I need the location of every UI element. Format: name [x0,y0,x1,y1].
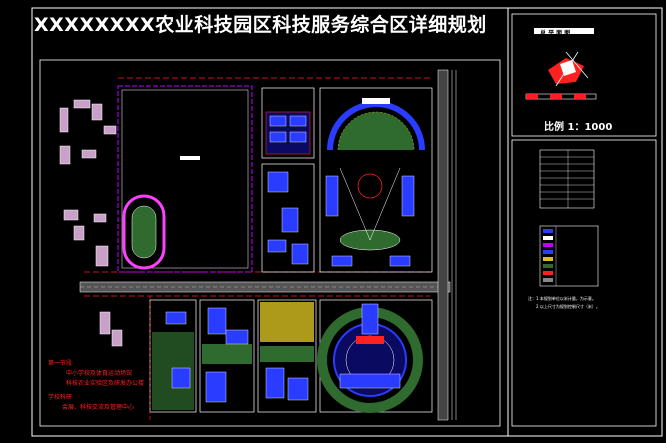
stats-table [539,149,595,209]
note-5: 会展、科技交流及管理中心 [62,404,135,411]
big-reserve-zone [117,85,253,273]
block-b [261,163,315,273]
block-e [257,299,317,413]
plan-border [39,59,501,427]
legend-box [511,139,657,427]
zone-label-bar [180,156,200,160]
circular-plaza [317,299,433,413]
note-2: 中小学校及体育运动场馆 [66,370,133,377]
block-d [199,299,255,413]
block-a [261,87,315,159]
key-map-title-bar [534,28,594,34]
legend-table [539,225,599,287]
outer-frame [31,7,663,437]
note-1: 第一节段 [48,360,73,367]
key-map-graphic [525,51,597,100]
remark-2: 2 以上尺寸为规划控制尺寸（米）。 [536,304,600,309]
central-campus [319,87,433,273]
remark-1: 注：1 本规划单位以米计量，为示意。 [528,296,596,301]
key-map-box [511,13,657,137]
key-map-title: 总 平 面 图 [540,30,571,37]
scale-label: 比例 1：1000 [544,122,613,133]
left-scattered-buildings [59,99,123,347]
main-road-vertical [437,69,449,421]
drawing-title: XXXXXXXX农业科技园区科技服务综合区详细规划 [34,14,487,36]
running-track [122,194,166,270]
note-3: 科技农业实验区及研发办公楼 [66,380,145,387]
campus-label-bar [362,98,390,104]
note-4: 学校科研 [48,394,73,401]
